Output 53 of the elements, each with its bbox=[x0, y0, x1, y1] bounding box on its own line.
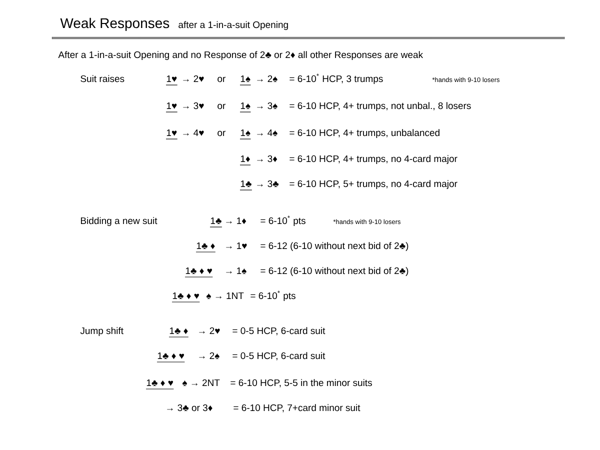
text-line: → 2♥ bbox=[183, 75, 204, 82]
opening-bid: 1♦ bbox=[240, 155, 251, 166]
opening-bid: 1♥ bbox=[166, 129, 178, 140]
opening-bid: 1♣ bbox=[240, 180, 252, 190]
text-line: → 4♠ bbox=[257, 129, 278, 136]
text-line: = 6-10$^{*}$ pts bbox=[250, 290, 296, 301]
text-line: or bbox=[218, 130, 226, 136]
text-line: ♠ → 1NT bbox=[206, 292, 244, 299]
text-line: = 0-5 HCP, 6-card suit bbox=[232, 327, 326, 336]
opening-bid: 1♣ ♦ bbox=[168, 327, 189, 338]
text-line: = 6-10 HCP, 4+ trumps, not unbal., 8 losers bbox=[290, 102, 471, 111]
subtitle: after a 1-in-a-suit Opening bbox=[178, 21, 288, 30]
text-line: = 6-10 HCP, 5-5 in the minor suits bbox=[230, 379, 372, 388]
opening-bid: 1♥ bbox=[166, 102, 178, 112]
text-line: = 6-12 (6-10 without next bid of 2♣) bbox=[260, 267, 408, 276]
text-line: → 3♠ bbox=[257, 102, 278, 110]
text-line: = 6-12 (6-10 without next bid of 2♣) bbox=[260, 242, 408, 251]
text-line: or bbox=[218, 104, 226, 110]
text-line: → 3♦ bbox=[257, 155, 278, 162]
text-line: After a 1-in-a-suit Opening and no Response of 2♣ or 2♦ all other Responses are weak bbox=[58, 51, 424, 60]
opening-bid: 1♠ bbox=[240, 102, 252, 112]
text-line: → 3♣ bbox=[257, 180, 279, 188]
opening-bid: 1♣ ♦ ♥ bbox=[172, 292, 200, 302]
opening-bid: 1♠ bbox=[240, 129, 252, 140]
text-line: → 3♥ bbox=[183, 102, 204, 110]
text-line: → 1♦ bbox=[226, 217, 246, 224]
text-line: → 2♠ bbox=[199, 352, 220, 359]
text-line: = 6-10 HCP, 4+ trumps, unbalanced bbox=[290, 129, 440, 138]
text-line: → 1♥ bbox=[226, 242, 247, 250]
text-line: → 2♠ bbox=[257, 75, 278, 82]
text-line: ♠ → 2NT bbox=[182, 379, 220, 386]
text-line: → 4♥ bbox=[183, 129, 204, 136]
text-line: → 3♣ or 3♦ bbox=[167, 404, 212, 412]
text-line: = 6-10$^{*}$ pts bbox=[260, 216, 306, 226]
opening-bid: 1♣ ♦ ♥ bbox=[184, 267, 213, 278]
text-line: → 1♠ bbox=[226, 267, 246, 274]
opening-bid: 1♣ ♦ ♥ bbox=[156, 352, 185, 362]
opening-bid: 1♠ bbox=[240, 75, 252, 86]
opening-bid: 1♣ bbox=[210, 217, 222, 228]
text-line: → 2♥ bbox=[199, 327, 220, 334]
text-line: Bidding a new suit bbox=[80, 217, 158, 226]
text-line: = 6-10 HCP, 5+ trumps, no 4-card major bbox=[290, 180, 458, 189]
title: Weak Responses bbox=[60, 18, 170, 31]
text-line: = 6-10$^{*}$ HCP, 3 trumps bbox=[290, 74, 383, 84]
text-line: or bbox=[218, 76, 226, 82]
text-line: = 6-10 HCP, 4+ trumps, no 4-card major bbox=[290, 155, 458, 164]
text-line: Jump shift bbox=[80, 327, 124, 336]
opening-bid: 1♣ ♦ bbox=[196, 242, 216, 252]
opening-bid: 1♥ bbox=[166, 75, 178, 86]
opening-bid: 1♣ ♦ ♥ bbox=[146, 379, 174, 390]
text-line: = 0-5 HCP, 6-card suit bbox=[232, 352, 326, 360]
text-line: = 6-10 HCP, 7+card minor suit bbox=[234, 404, 360, 412]
text-line: Suit raises bbox=[80, 75, 124, 82]
